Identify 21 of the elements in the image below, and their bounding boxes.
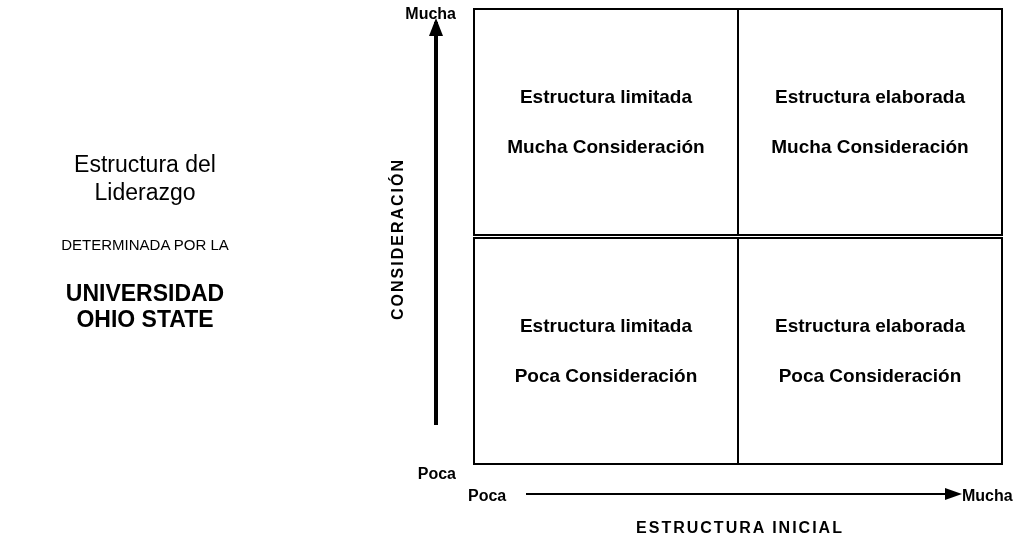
quadrant-text: Estructura limitada (518, 85, 694, 109)
axis-title: ESTRUCTURA INICIAL (635, 518, 845, 538)
quadrant-box (473, 8, 739, 236)
quadrant-text: Estructura elaborada (773, 314, 967, 338)
subtitle-text: DETERMINADA POR LA (60, 235, 230, 255)
axis-label: Poca (468, 486, 508, 506)
title-text: Estructura del Liderazgo (73, 150, 217, 206)
quadrant-box (737, 8, 1003, 236)
institution-text: UNIVERSIDAD OHIO STATE (64, 280, 226, 332)
quadrant-text: Estructura limitada (518, 314, 694, 338)
quadrant-text: Mucha Consideración (770, 135, 970, 159)
axis-label: Poca (416, 464, 456, 484)
quadrant-text: Mucha Consideración (506, 135, 706, 159)
quadrant-box (473, 237, 739, 465)
quadrant-text: Poca Consideración (513, 364, 699, 388)
quadrant-text: Poca Consideración (777, 364, 963, 388)
axis-label: Mucha (404, 4, 456, 24)
axis-label: Mucha (962, 486, 1014, 506)
quadrant-text: Estructura elaborada (773, 85, 967, 109)
axis-title: CONSIDERACIÓN (387, 160, 407, 320)
quadrant-box (737, 237, 1003, 465)
